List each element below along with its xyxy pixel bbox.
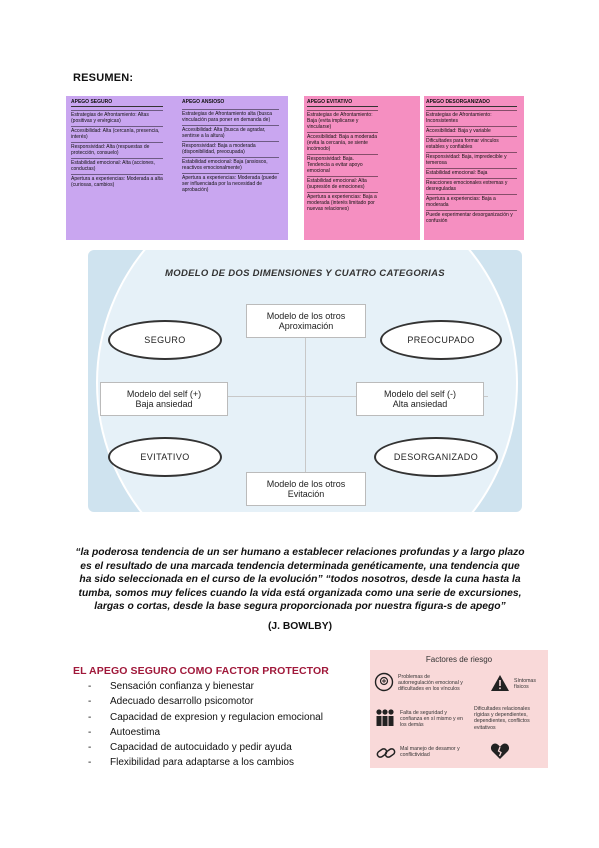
riesgo-item-seguridad: Falta de seguridad y confianza en sí mis…: [400, 710, 463, 729]
riesgo-item-sintomas: Síntomas físicos: [514, 678, 536, 691]
box-line: Baja ansiedad: [135, 399, 193, 409]
summary-item: Accesibilidad: Alta (cercanía, presencia…: [71, 126, 163, 142]
summary-column-ansioso: APEGO ANSIOSO Estrategias de Afrontamien…: [182, 99, 282, 237]
list-bullet: -: [88, 711, 92, 723]
list-item: - Adecuado desarrollo psicomotor: [88, 694, 323, 709]
summary-title-evitativo: APEGO EVITATIVO: [307, 99, 378, 107]
resumen-heading: RESUMEN:: [73, 72, 134, 84]
factores-riesgo-panel: Factores de riesgo Problemas de autorreg…: [370, 650, 548, 768]
box-line: Modelo de los otros: [266, 311, 346, 321]
summary-item: Estabilidad emocional: Baja: [426, 168, 517, 178]
column-divider: [420, 96, 424, 240]
diagram-title: MODELO DE DOS DIMENSIONES Y CUATRO CATEG…: [165, 268, 445, 279]
broken-heart-icon: [490, 743, 510, 759]
oval-desorganizado: DESORGANIZADO: [374, 437, 498, 477]
summary-column-seguro: APEGO SEGURO Estrategias de Afrontamient…: [71, 99, 166, 237]
list-bullet: -: [88, 681, 92, 692]
bowlby-quote: “la poderosa tendencia de un ser humano …: [75, 547, 525, 613]
summary-box-seguro-ansioso: APEGO SEGURO Estrategias de Afrontamient…: [66, 96, 288, 240]
summary-item: Puede experimentar desorganización y con…: [426, 210, 517, 226]
quote-author: (J. BOWLBY): [267, 621, 333, 632]
box-line: Modelo del self (+): [126, 389, 202, 399]
box-line: Aproximación: [278, 321, 334, 331]
summary-title-seguro: APEGO SEGURO: [71, 99, 163, 107]
box-line: Evitación: [287, 489, 325, 499]
attachment-model-diagram: MODELO DE DOS DIMENSIONES Y CUATRO CATEG…: [88, 250, 522, 512]
warning-icon: [491, 675, 509, 691]
summary-item: Estabilidad emocional: Baja (ansiosos, r…: [182, 157, 279, 173]
summary-item: Estrategias de Afrontamiento: Altas (pos…: [71, 110, 163, 126]
list-item: - Capacidad de expresion y regulacion emo…: [88, 710, 323, 725]
summary-item: Responsividad: Baja, impredecible y teme…: [426, 152, 517, 168]
riesgo-item-dificultades: Dificultades relacionales rígidas y depe…: [474, 706, 530, 731]
factores-riesgo-title: Factores de riesgo: [425, 655, 493, 664]
riesgo-item-desamor: Mal manejo de desamor y conflictividad: [400, 746, 460, 759]
list-item-text: Flexibilidad para adaptarse a los cambio…: [110, 757, 294, 769]
list-item-text: Sensación confianza y bienestar: [110, 681, 254, 692]
list-item-text: Autoestima: [110, 726, 161, 738]
list-item: - Flexibilidad para adaptarse a los cambi…: [88, 755, 323, 770]
list-item: - Autoestima: [88, 725, 323, 740]
summary-item: Accesibilidad: Baja a moderada (evita la…: [307, 132, 378, 152]
oval-seguro: SEGURO: [108, 320, 222, 360]
list-item: - Capacidad de autocuidado y pedir ayuda: [88, 740, 323, 755]
summary-box-evitativo-desorganizado: APEGO EVITATIVO Estrategias de Afrontami…: [304, 96, 524, 240]
list-bullet: -: [88, 742, 92, 754]
oval-preocupado: PREOCUPADO: [380, 320, 502, 360]
list-item-text: Capacidad de autocuidado y pedir ayuda: [110, 742, 292, 754]
summary-title-desorganizado: APEGO DESORGANIZADO: [426, 99, 517, 107]
horizontal-axis: [128, 396, 488, 397]
summary-item: Apertura a experiencias: Baja a moderada: [426, 194, 517, 210]
list-item-text: Adecuado desarrollo psicomotor: [110, 696, 254, 708]
list-item-text: Capacidad de expresion y regulacion emoc…: [110, 711, 323, 723]
oval-evitativo: EVITATIVO: [108, 437, 222, 477]
box-otros-evitacion: Modelo de los otros Evitación: [246, 472, 366, 506]
summary-item: Responsividad: Baja. Tendencia a evitar …: [307, 154, 378, 176]
summary-item: Estabilidad emocional: Alta (acciones, c…: [71, 158, 163, 174]
summary-item: Dificultades para formar vínculos establ…: [426, 136, 517, 152]
protector-section-title: EL APEGO SEGURO COMO FACTOR PROTECTOR: [73, 665, 329, 677]
summary-title-ansioso: APEGO ANSIOSO: [182, 99, 225, 105]
box-line: Modelo del self (-): [383, 389, 457, 399]
list-bullet: -: [88, 757, 92, 769]
list-bullet: -: [88, 726, 92, 738]
box-self-negativo: Modelo del self (-) Alta ansiedad: [356, 382, 484, 416]
summary-item: Estrategias de Afrontamiento: Baja (evit…: [307, 110, 378, 132]
people-icon: [376, 709, 394, 726]
head-brain-icon: [374, 672, 394, 692]
vertical-axis: [305, 306, 306, 506]
summary-item: Apertura a experiencias: Moderada a alta…: [71, 174, 163, 188]
riesgo-item-autorregulacion: Problemas de autorregulación emocional y…: [398, 674, 463, 693]
box-otros-aproximacion: Modelo de los otros Aproximación: [246, 304, 366, 338]
box-line: Alta ansiedad: [392, 399, 448, 409]
summary-item: Estrategias de Afrontamiento alta (busca…: [182, 109, 279, 125]
box-self-positivo: Modelo del self (+) Baja ansiedad: [100, 382, 228, 416]
summary-item: Estrategias de Afrontamiento: Inconsiste…: [426, 110, 517, 126]
summary-item: Accesibilidad: Alta (busca de agradar, s…: [182, 125, 279, 141]
summary-item: Estabilidad emocional: Alta (supresión d…: [307, 176, 378, 192]
summary-column-desorganizado: APEGO DESORGANIZADO Estrategias de Afron…: [426, 99, 520, 237]
summary-item: Accesibilidad: Baja y variable: [426, 126, 517, 136]
summary-item: Apertura a experiencias: Moderada (puede…: [182, 173, 279, 193]
summary-item: Responsividad: Baja a moderada (disponib…: [182, 141, 279, 157]
box-line: Modelo de los otros: [266, 479, 346, 489]
summary-column-evitativo: APEGO EVITATIVO Estrategias de Afrontami…: [307, 99, 381, 237]
summary-item: Responsividad: Alta (respuestas de prote…: [71, 142, 163, 158]
list-bullet: -: [88, 696, 92, 708]
protector-list: - Sensación confianza y bienestar - Adecua…: [88, 679, 323, 771]
list-item: - Sensación confianza y bienestar: [88, 679, 323, 694]
link-icon: [376, 748, 396, 758]
summary-item: Apertura a experiencias: Baja a moderada…: [307, 192, 378, 212]
summary-item: Reacciones emocionales extremas y desreg…: [426, 178, 517, 194]
